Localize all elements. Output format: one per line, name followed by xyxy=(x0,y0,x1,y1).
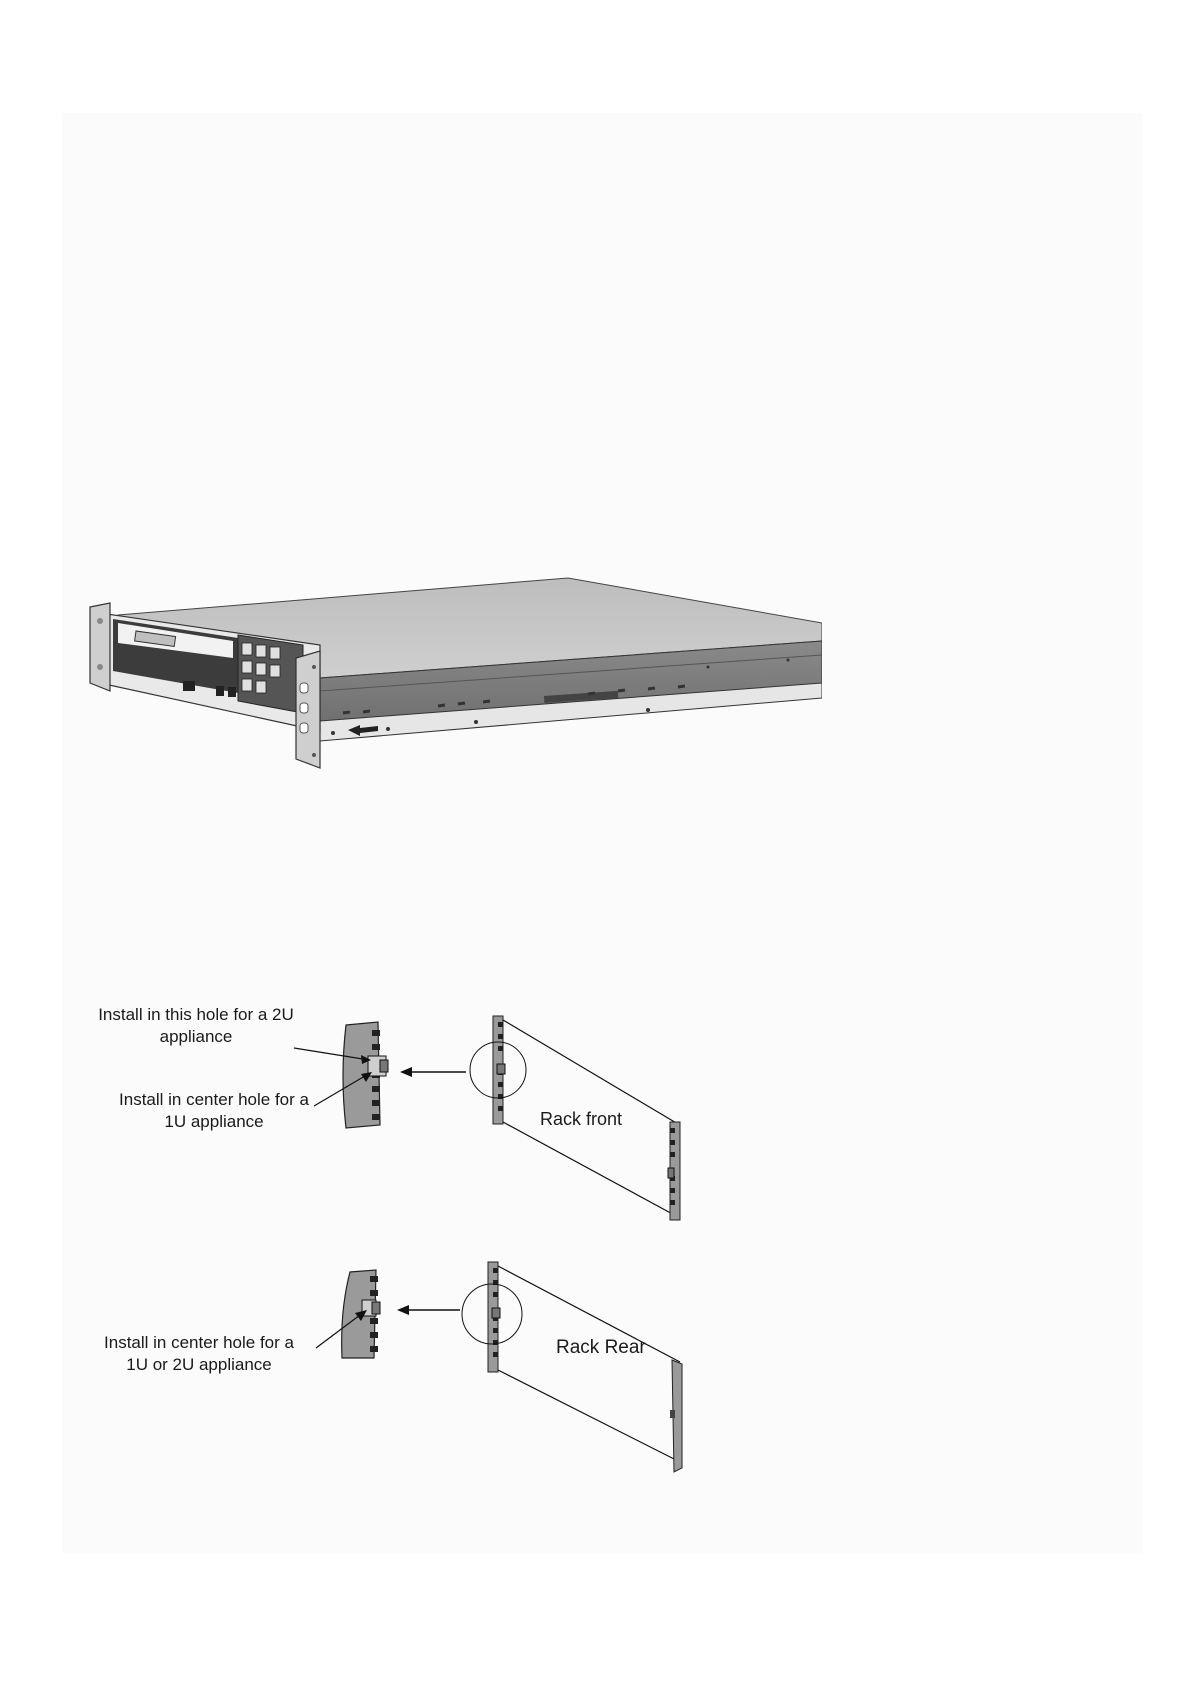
label-2u-line1: Install in this hole for a 2U xyxy=(88,1004,304,1026)
rail-install-figure: Install in this hole for a 2U appliance … xyxy=(88,1010,708,1510)
rack-rear-label: Rack Rear xyxy=(556,1337,646,1359)
label-1u-line2: 1U appliance xyxy=(112,1111,316,1133)
rack-front-label: Rack front xyxy=(540,1108,622,1130)
label-1u-center-hole: Install in center hole for a 1U applianc… xyxy=(112,1089,316,1133)
appliance-illustration xyxy=(88,563,822,773)
label-rear-line2: 1U or 2U appliance xyxy=(88,1354,310,1376)
label-1u-line1: Install in center hole for a xyxy=(112,1089,316,1111)
label-rear-center-hole: Install in center hole for a 1U or 2U ap… xyxy=(88,1332,310,1376)
label-2u-hole: Install in this hole for a 2U appliance xyxy=(88,1004,304,1048)
label-rear-line1: Install in center hole for a xyxy=(88,1332,310,1354)
appliance-figure xyxy=(88,563,822,773)
label-2u-line2: appliance xyxy=(88,1026,304,1048)
rail-install-illustration xyxy=(88,1010,708,1510)
